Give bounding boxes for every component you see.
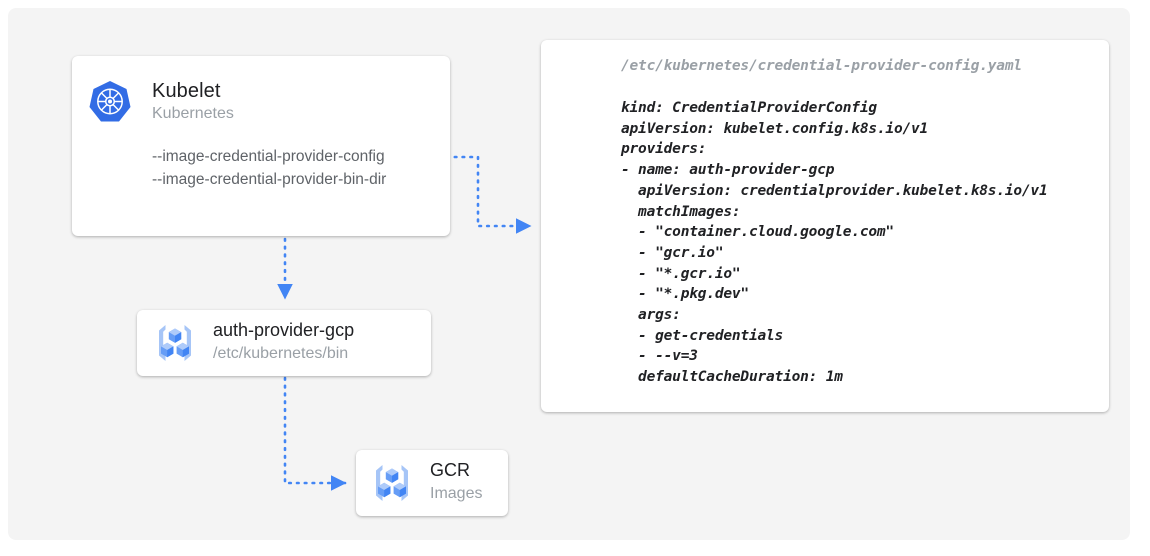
yaml-config-card[interactable]: /etc/kubernetes/credential-provider-conf… (541, 40, 1109, 412)
gcr-card[interactable]: GCR Images (356, 450, 508, 516)
kubelet-flag-bin-dir: --image-credential-provider-bin-dir (152, 171, 387, 188)
kubernetes-logo-icon (89, 81, 131, 122)
gcr-title: GCR (430, 460, 470, 480)
yaml-file-content: kind: CredentialProviderConfig apiVersio… (621, 100, 1048, 386)
kubelet-subtitle: Kubernetes (152, 105, 234, 122)
kubelet-title: Kubelet (152, 80, 221, 102)
authprovider-subtitle: /etc/kubernetes/bin (213, 345, 349, 362)
authprovider-card[interactable]: auth-provider-gcp /etc/kubernetes/bin (137, 310, 431, 376)
container-registry-icon (376, 465, 408, 501)
kubelet-card[interactable]: Kubelet Kubernetes --image-credential-pr… (72, 56, 450, 236)
yaml-file-path: /etc/kubernetes/credential-provider-conf… (621, 58, 1022, 74)
kubelet-flag-config: --image-credential-provider-config (152, 148, 385, 165)
gcr-subtitle: Images (430, 485, 483, 502)
container-registry-icon (159, 325, 191, 361)
authprovider-title: auth-provider-gcp (213, 320, 355, 340)
